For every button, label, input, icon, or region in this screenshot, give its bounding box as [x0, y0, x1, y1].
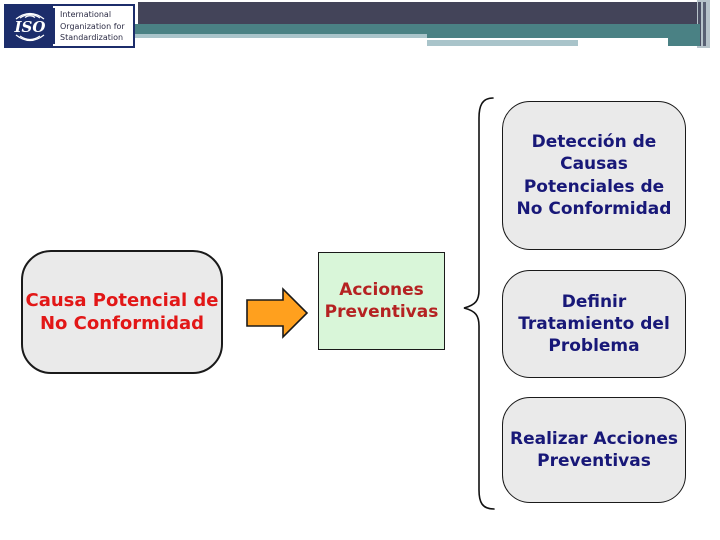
iso-logo: ISO International Organization for Stand…	[4, 4, 135, 48]
logo-org-name: International Organization for Standardi…	[60, 10, 125, 43]
logo-divider	[53, 8, 55, 44]
outcome-box-detection: Detección de Causas Potenciales de No Co…	[502, 101, 686, 250]
header-stripe-light-left	[134, 34, 427, 38]
header-stripe-light-right	[427, 40, 578, 46]
iso-acronym: ISO	[13, 18, 45, 36]
header-dark-column-2	[703, 2, 706, 46]
header-stripe-teal-block	[668, 34, 700, 46]
header-bar-dark	[138, 2, 697, 24]
header-bar-teal	[134, 24, 700, 34]
curly-brace-icon	[463, 97, 495, 510]
header-stripe-teal-sub	[427, 34, 700, 38]
preventive-actions-box: Acciones Preventivas	[318, 252, 445, 350]
cause-box: Causa Potencial de No Conformidad	[21, 250, 223, 374]
outcome-box-realize-actions: Realizar Acciones Preventivas	[502, 397, 686, 503]
right-arrow-icon	[246, 287, 309, 339]
outcome-box-define-treatment: Definir Tratamiento del Problema	[502, 270, 686, 378]
iso-globe-icon: ISO	[6, 6, 53, 46]
